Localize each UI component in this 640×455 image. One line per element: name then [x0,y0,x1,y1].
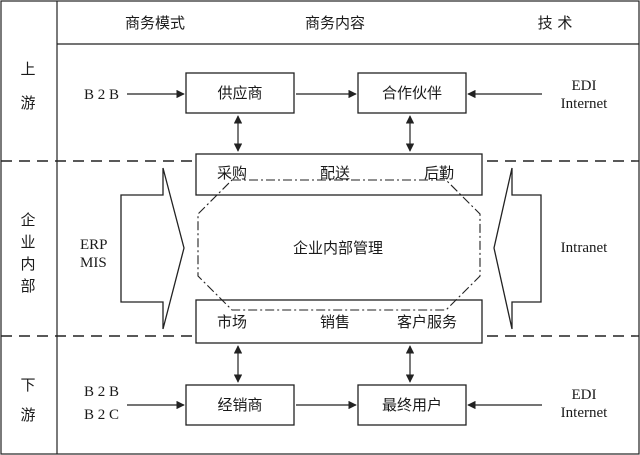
internal-logistics: 后勤 [424,164,455,182]
tech-upstream-internet: Internet [560,96,608,112]
internal-sales: 销售 [320,313,351,331]
internal-marketing: 市场 [217,313,248,331]
internal-management-label: 企业内部管理 [292,239,383,257]
end-user-box [357,384,467,426]
tech-downstream-internet: Internet [560,405,608,421]
internal-top-strip [195,153,483,196]
distributor-box [185,384,295,426]
section-internal: 企 业 内 部 [14,209,42,297]
section-internal-char: 内 [20,255,36,273]
left-chevron [120,167,185,330]
section-downstream-char: 下 [20,376,36,394]
header-business-model: 商务模式 [124,14,185,32]
header-business-content: 商务内容 [304,14,365,32]
internal-bottom-strip [195,299,483,344]
right-chevron [493,167,542,330]
model-downstream-b2c: B 2 C [84,407,120,423]
section-downstream: 下 游 [14,374,42,426]
section-upstream: 上 游 [14,58,42,114]
model-upstream-b2b: B 2 B [84,87,120,103]
model-mis: MIS [80,255,107,271]
section-internal-char: 企 [20,211,36,229]
section-upstream-char: 上 [20,60,36,78]
internal-management-octagon [197,179,481,311]
internal-procurement: 采购 [217,164,248,182]
model-erp: ERP [80,237,108,253]
supplier-label: 供应商 [217,84,263,102]
internal-customer-service: 客户服务 [397,313,458,331]
tech-downstream-edi: EDI [571,387,597,403]
partner-box [357,72,467,114]
model-downstream-b2b: B 2 B [84,384,120,400]
tech-intranet: Intranet [560,240,608,256]
section-downstream-char: 游 [20,406,36,424]
section-internal-char: 业 [20,233,36,251]
section-internal-char: 部 [20,277,36,295]
end-user-label: 最终用户 [381,396,442,414]
internal-distribution: 配送 [320,164,351,182]
supplier-box [185,72,295,114]
header-technology: 技 术 [537,14,573,32]
distributor-label: 经销商 [217,396,263,414]
tech-upstream-edi: EDI [571,78,597,94]
section-upstream-char: 游 [20,94,36,112]
partner-label: 合作伙伴 [381,84,442,102]
